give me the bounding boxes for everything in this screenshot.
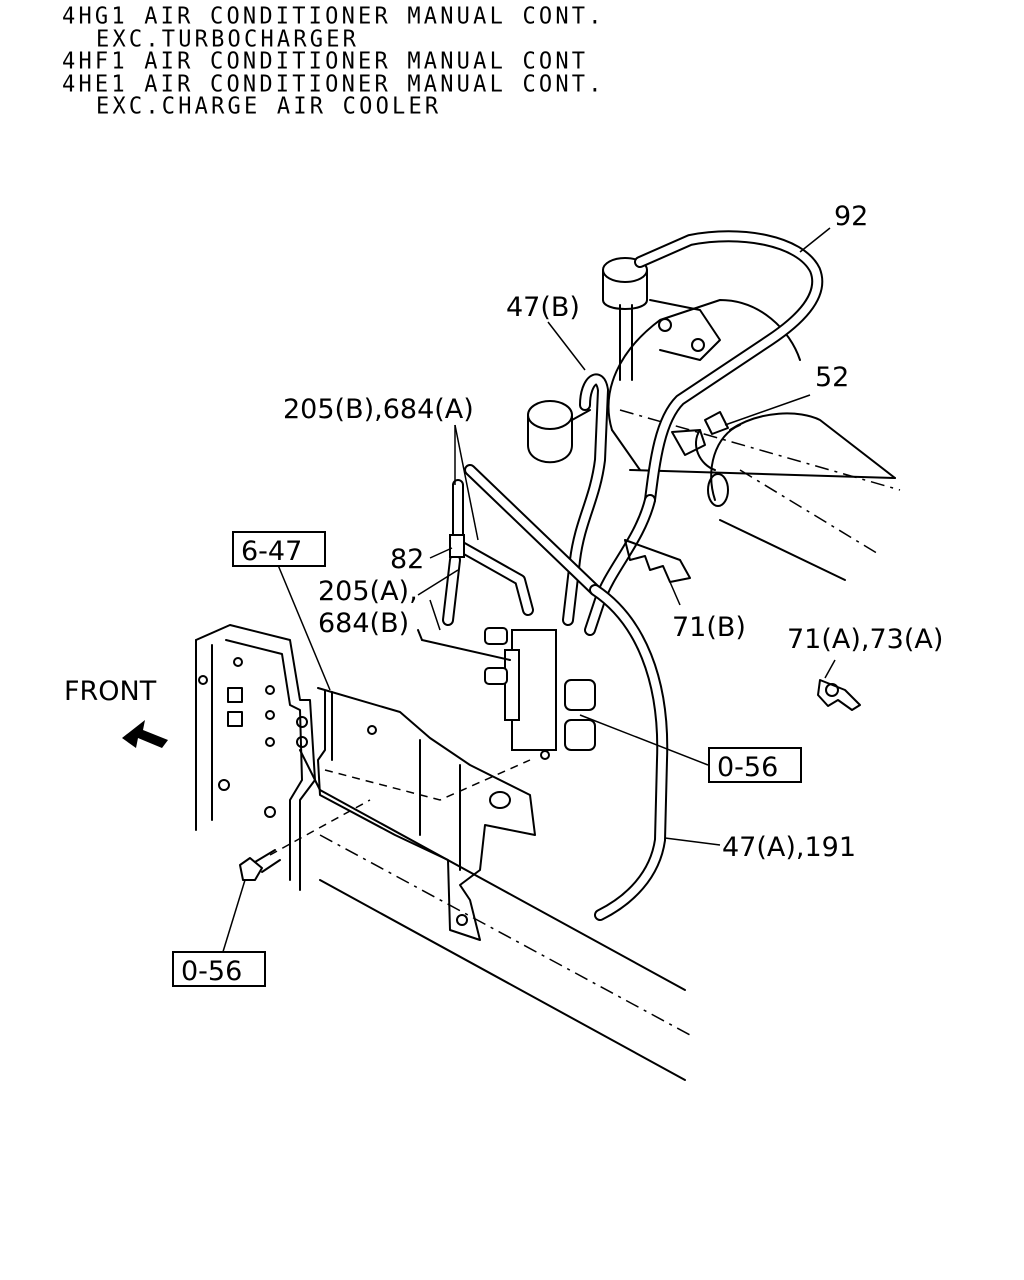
callout-205a: 205(A), [318,576,418,607]
hose-clamp-52 [671,411,729,507]
callout-82: 82 [390,544,424,575]
ref-box-0-56-right-label: 0-56 [717,752,778,783]
front-label: FRONT [64,676,157,707]
header-line-4he1: 4HE1 AIR CONDITIONER MANUAL CONT. [62,70,605,98]
callout-205b-684a: 205(B),684(A) [283,394,474,425]
callout-47a-191: 47(A),191 [722,832,856,863]
header-line-exc-charge-air-cooler: EXC.CHARGE AIR COOLER [96,93,442,120]
header-line-4hf1: 4HF1 AIR CONDITIONER MANUAL CONT [62,48,589,75]
vacuum-canister-47b [527,400,591,464]
clip-71b [624,539,691,583]
header-line-4hg1: 4HG1 AIR CONDITIONER MANUAL CONT. [62,3,605,30]
vacuum-hose-205 [442,464,601,626]
clip-71a [817,679,861,711]
callout-52: 52 [815,362,849,393]
ref-box-0-56-bottom[interactable]: 0-56 [172,951,266,987]
callout-71b: 71(B) [672,612,746,643]
callout-71a-73a: 71(A),73(A) [787,624,943,655]
ref-box-0-56-bottom-label: 0-56 [181,956,242,987]
diagram-header: 4HG1 AIR CONDITIONER MANUAL CONT. EXC.TU… [62,3,605,120]
cab-panel [195,624,316,891]
front-direction-arrow: FRONT [64,676,168,748]
callout-leaders [221,227,836,956]
header-line-exc-turbocharger: EXC.TURBOCHARGER [96,25,360,53]
callout-47b: 47(B) [506,292,580,323]
callout-92: 92 [834,201,868,232]
intake-pipe [607,299,901,581]
frame-side-rail [299,749,691,1081]
ref-box-6-47[interactable]: 6-47 [232,531,326,567]
vacuum-hose-92 [634,230,824,506]
callout-684b: 684(B) [318,608,409,639]
vacuum-hose-47a [589,584,669,921]
ref-box-6-47-label: 6-47 [241,536,302,567]
mounting-bracket [317,687,536,941]
ref-box-0-56-right[interactable]: 0-56 [708,747,802,783]
vsv-valve-block [417,627,596,760]
mounting-dashed-guides [269,759,531,856]
actuator-canister-upper [602,257,721,381]
bolt-0-56 [239,849,281,881]
